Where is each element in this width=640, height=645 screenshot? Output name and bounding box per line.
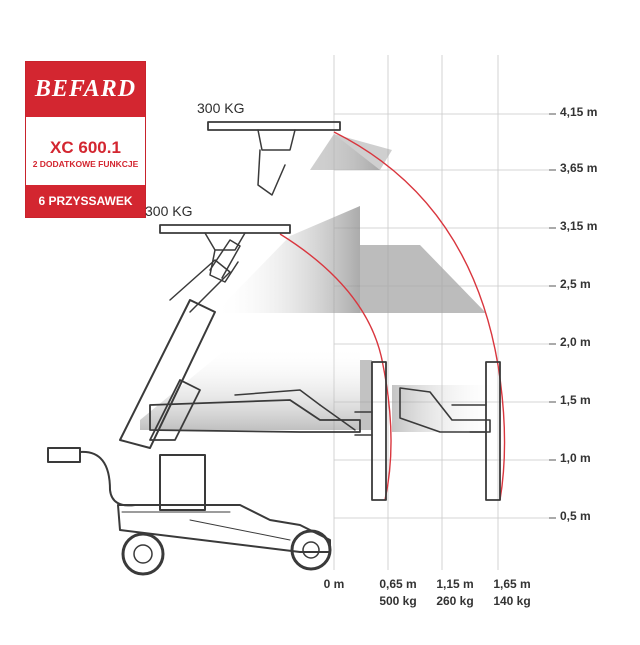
reach-distance-0: 0 m: [323, 577, 345, 591]
reach-capacity-1-65: 140 kg: [493, 594, 531, 608]
reach-capacity-0-65: 500 kg: [379, 594, 417, 608]
reach-distance-1-15: 1,15 m: [436, 577, 474, 591]
suction-cup-band: 6 PRZYSSAWEK: [26, 185, 145, 217]
height-label-1-5: 1,5 m: [560, 393, 591, 407]
load-label-upper: 300 KG: [197, 100, 245, 116]
suction-frame-near: [371, 361, 387, 501]
height-label-2-5: 2,5 m: [560, 277, 591, 291]
sweep-zone-low-mid: [360, 360, 372, 430]
reach-arcs: [279, 131, 506, 501]
brand-logo: BEFARD: [34, 76, 137, 102]
steering-handle: [47, 447, 81, 463]
height-label-1-0: 1,0 m: [560, 451, 591, 465]
sweep-zone-main: [215, 206, 360, 313]
brand-badge: BEFARD XC 600.1 2 DODATKOWE FUNKCJE 6 PR…: [25, 61, 146, 218]
chassis: [117, 504, 331, 553]
height-label-3-15: 3,15 m: [560, 219, 598, 233]
sweep-zone-main-outer: [360, 245, 486, 313]
vacuum-lifter-machine: [47, 121, 501, 576]
load-label-lower: 300 KG: [145, 203, 193, 219]
height-label-0-5: 0,5 m: [560, 509, 591, 523]
suction-frame-mid: [159, 224, 291, 234]
horizontal-arm: [149, 399, 361, 433]
sweep-zone-low-right: [392, 385, 500, 432]
extended-arm: [399, 387, 491, 433]
height-label-3-65: 3,65 m: [560, 161, 598, 175]
reach-distance-1-65: 1,65 m: [493, 577, 531, 591]
model-name: XC 600.1: [50, 138, 121, 157]
reach-distance-0-65: 0,65 m: [379, 577, 417, 591]
reach-arc-outer: [333, 131, 506, 501]
suction-cup-count: 6 PRZYSSAWEK: [38, 194, 133, 208]
wheel-front: [290, 529, 332, 571]
sweep-zone-low-left: [140, 350, 360, 430]
main-boom: [119, 299, 216, 449]
brand-logo-band: BEFARD: [26, 62, 145, 117]
reach-capacity-1-15: 260 kg: [436, 594, 474, 608]
suction-frame-far: [485, 361, 501, 501]
reach-arc-inner: [279, 233, 392, 501]
wheel-rear: [121, 532, 165, 576]
height-label-2-0: 2,0 m: [560, 335, 591, 349]
mast-column: [159, 454, 206, 511]
sweep-zone-top-band: [310, 134, 392, 170]
height-label-4-15: 4,15 m: [560, 105, 598, 119]
suction-frame-top: [207, 121, 341, 131]
model-subtitle: 2 DODATKOWE FUNKCJE: [32, 159, 139, 169]
